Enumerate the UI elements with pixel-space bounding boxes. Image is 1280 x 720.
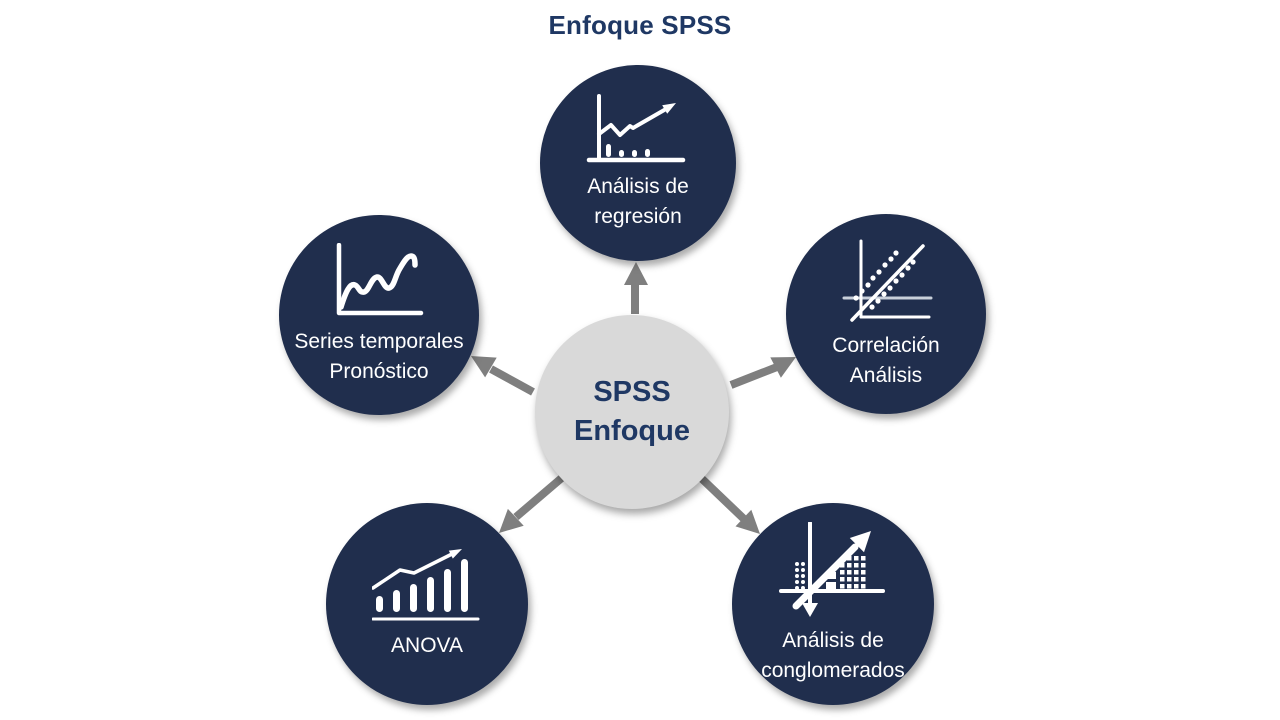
node-label-line1: Series temporales	[294, 330, 464, 353]
node-series-temporales: Series temporales Pronóstico	[279, 215, 479, 415]
scatter-correlation-chart-icon	[839, 237, 934, 325]
center-node-label: SPSS Enfoque	[574, 373, 690, 451]
node-analisis-regresion: Análisis de regresión	[540, 65, 736, 261]
diagram-title: Enfoque SPSS	[548, 10, 732, 40]
cluster-scatter-chart-icon	[779, 522, 887, 620]
node-anova: ANOVA	[326, 503, 528, 705]
arrow-to-anova	[499, 472, 567, 533]
arrow-to-correlacion	[729, 357, 796, 389]
node-label-line1: Análisis de	[782, 629, 884, 652]
growth-bar-chart-icon	[372, 547, 482, 625]
time-series-line-chart-icon	[329, 243, 429, 321]
node-label-line2: Análisis	[849, 364, 923, 387]
node-label: Análisis de conglomerados	[761, 626, 905, 686]
node-correlacion-analisis: Correlación Análisis	[786, 214, 986, 414]
node-label: Series temporales Pronóstico	[294, 327, 463, 387]
center-label-line2: Enfoque	[574, 415, 690, 447]
arrow-to-regresion	[624, 262, 648, 314]
node-label-line1: Análisis de	[587, 175, 689, 198]
node-analisis-conglomerados: Análisis de conglomerados	[732, 503, 934, 705]
node-label: Correlación Análisis	[832, 331, 939, 391]
node-label-line2: conglomerados	[761, 659, 905, 682]
center-label-line1: SPSS	[593, 376, 671, 408]
node-label-line1: ANOVA	[391, 634, 463, 657]
node-label: ANOVA	[391, 631, 463, 661]
node-label-line1: Correlación	[832, 334, 940, 357]
regression-trend-chart-icon	[586, 94, 691, 166]
arrow-to-conglomerados	[696, 473, 760, 534]
arrow-to-series-temporales	[471, 356, 535, 396]
node-label-line2: regresión	[594, 205, 682, 228]
node-label: Análisis de regresión	[587, 172, 689, 232]
node-label-line2: Pronóstico	[329, 360, 429, 383]
center-node: SPSS Enfoque	[535, 315, 729, 509]
